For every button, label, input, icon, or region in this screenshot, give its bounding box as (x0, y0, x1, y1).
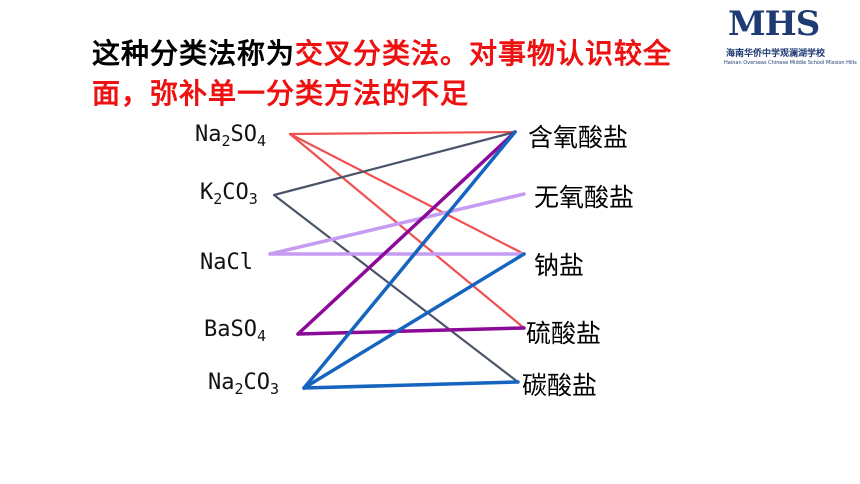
compound-baso4: BaSO4 (204, 317, 266, 345)
compound-subscript: 2 (221, 132, 231, 150)
compound-subscript: 2 (213, 190, 223, 208)
category-sodium-salt: 钠盐 (534, 251, 585, 280)
compound-text: Na (195, 122, 222, 147)
logo-english-name: Hainan Overseas Chinese Middle School Mi… (724, 60, 857, 66)
compound-text: SO (230, 122, 258, 147)
compound-text: Na (208, 370, 235, 395)
connection-line (288, 130, 517, 136)
compound-na2co3: Na2CO3 (208, 370, 279, 398)
category-oxyacid-salt: 含氧酸盐 (528, 123, 629, 152)
connection-line (302, 130, 517, 390)
school-logo: MHS 海南华侨中学观澜湖学校 Hainan Overseas Chinese … (722, 4, 857, 70)
connection-line (302, 380, 520, 390)
compound-subscript: 4 (257, 132, 267, 150)
compound-na2so4: Na2SO4 (195, 122, 266, 150)
compound-subscript: 3 (270, 380, 280, 398)
category-sulfate: 硫酸盐 (526, 319, 602, 348)
category-non-oxyacid-salt: 无氧酸盐 (534, 183, 635, 212)
connection-line (288, 132, 526, 256)
compound-text: CO (222, 180, 249, 205)
connection-line (272, 130, 517, 197)
logo-chinese-name: 海南华侨中学观澜湖学校 (726, 49, 826, 59)
compound-k2co3: K2CO3 (200, 180, 258, 208)
compound-text: NaCl (200, 250, 253, 275)
connection-line (296, 130, 517, 336)
compound-subscript: 4 (256, 327, 267, 345)
logo-mark: MHS (728, 4, 820, 44)
category-carbonate: 碳酸盐 (522, 371, 598, 400)
compound-subscript: 2 (234, 380, 244, 398)
page-title: 这种分类法称为交叉分类法。对事物认识较全面，弥补单一分类方法的不足 (92, 34, 712, 114)
connection-line (302, 252, 526, 390)
connection-line (272, 193, 520, 384)
compound-nacl: NaCl (200, 250, 253, 275)
compound-text: BaSO (204, 317, 257, 342)
compound-subscript: 3 (248, 190, 258, 208)
compound-text: K (200, 180, 214, 205)
compound-text: CO (243, 370, 271, 395)
title-red-part: 交叉分类法。对事物认识较全面，弥补单一分类方法的不足 (92, 37, 673, 110)
title-black-part: 这种分类法称为 (92, 37, 296, 70)
connection-line (268, 192, 526, 256)
connection-line (296, 326, 526, 336)
